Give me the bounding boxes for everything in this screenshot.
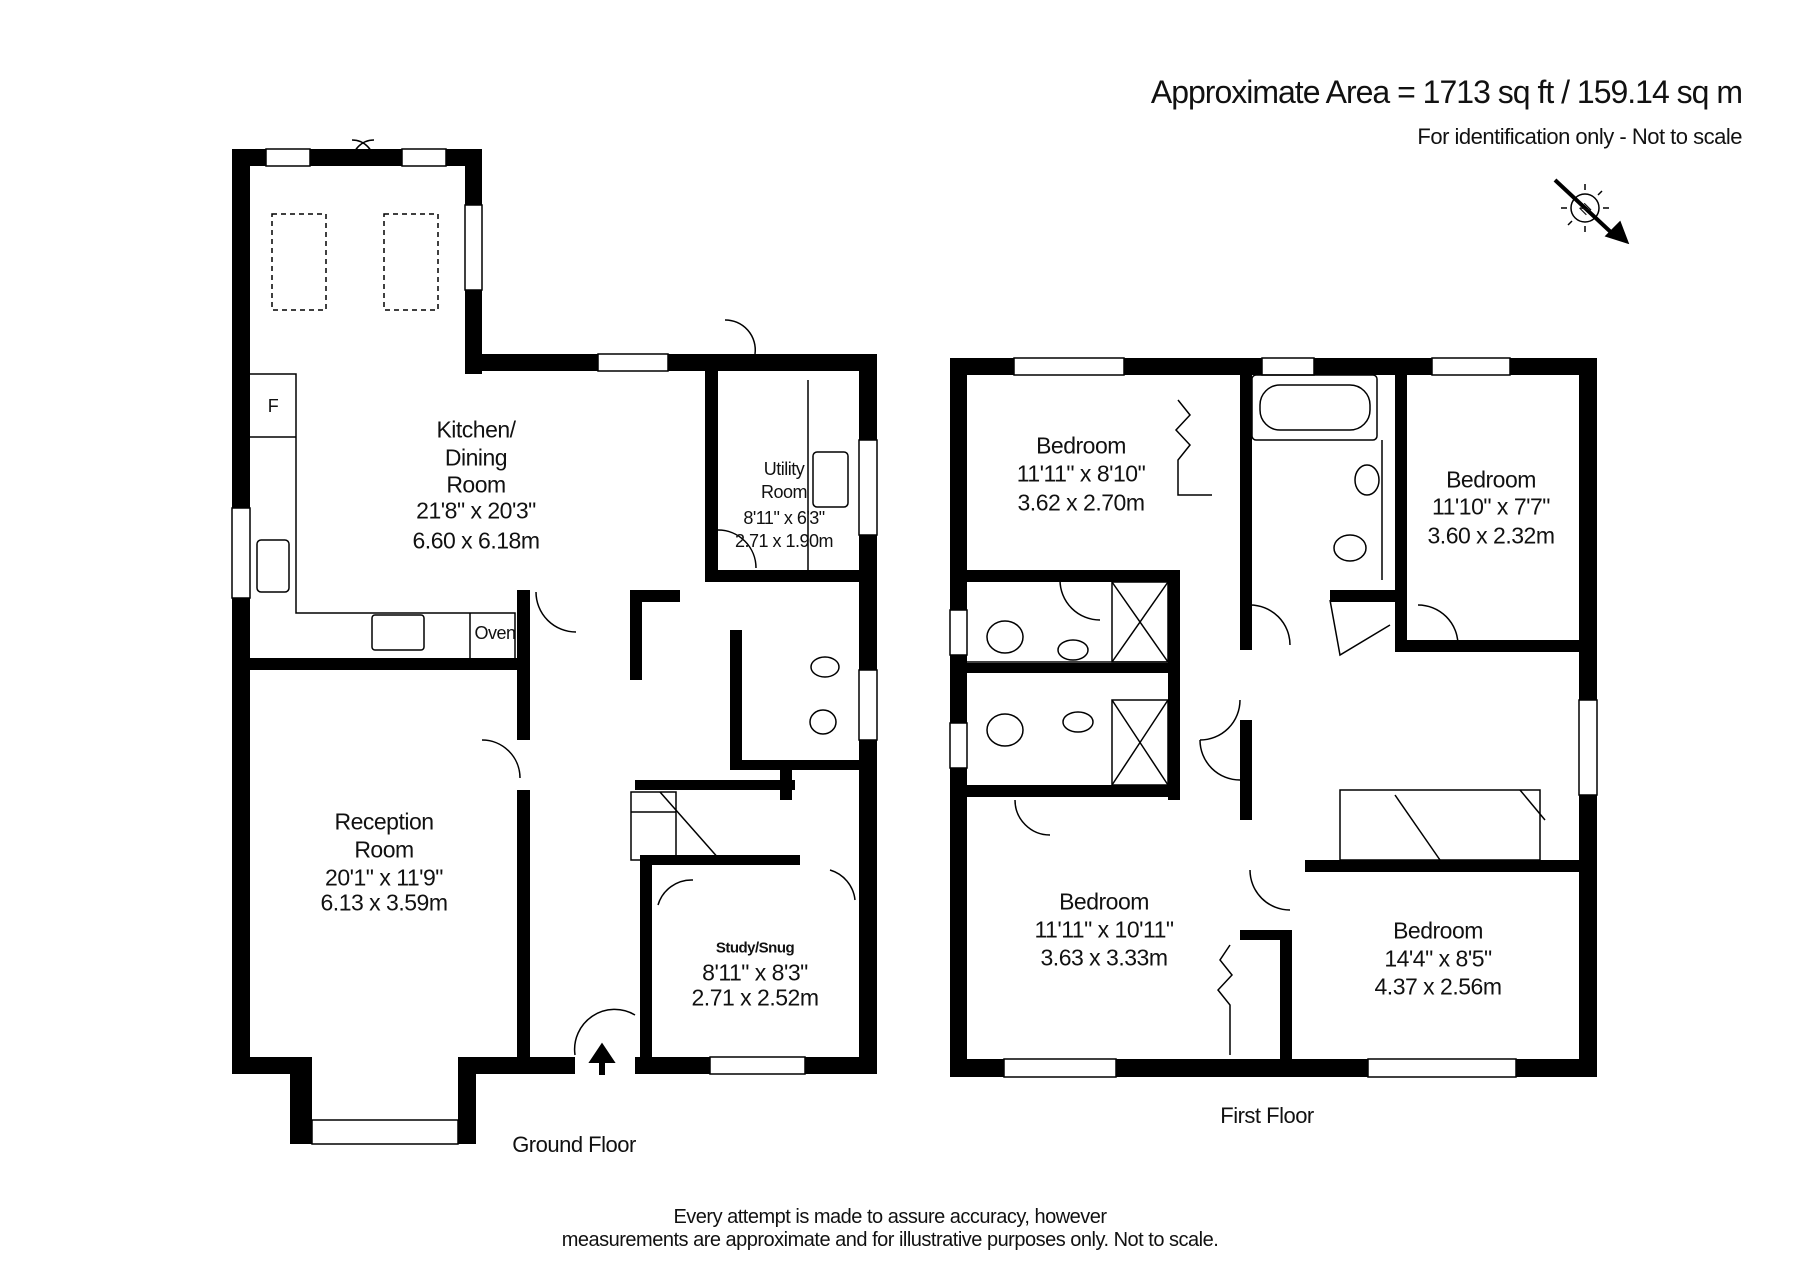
room-dimensions-metric: 6.13 x 3.59m	[320, 889, 448, 916]
room-name: Bedroom	[1393, 917, 1483, 944]
room-name: Bedroom	[1446, 466, 1536, 493]
room-name: Room	[760, 482, 808, 502]
first-floor-label: First Floor	[1220, 1103, 1314, 1128]
room-dimensions-metric: 6.60 x 6.18m	[412, 527, 540, 554]
fridge-label: F	[267, 396, 279, 416]
room-dimensions-imperial: 8'11" x 6'3"	[743, 508, 825, 528]
room-dimensions-metric: 4.37 x 2.56m	[1374, 973, 1502, 1000]
room-dimensions-imperial: 20'1" x 11'9"	[325, 864, 443, 891]
ground-floor-windows	[231, 148, 878, 1145]
oven-label: Oven	[474, 623, 516, 643]
room-dimensions-imperial: 11'10" x 7'7"	[1432, 493, 1550, 520]
room-name: Kitchen/	[436, 416, 516, 443]
room-dimensions-metric: 3.63 x 3.33m	[1040, 944, 1168, 971]
room-name: Bedroom	[1059, 888, 1149, 915]
identification-note: For identification only - Not to scale	[1417, 124, 1742, 149]
entrance-arrow-icon	[588, 1042, 616, 1075]
room-name: Room	[446, 471, 506, 498]
room-name: Dining	[444, 444, 508, 471]
first-floor-fixtures	[967, 374, 1546, 1055]
room-dimensions-metric: 2.71 x 1.90m	[734, 531, 834, 551]
room-dimensions-metric: 3.62 x 2.70m	[1017, 489, 1145, 516]
room-dimensions-imperial: 14'4" x 8'5"	[1384, 945, 1492, 972]
room-name: Study/Snug	[715, 939, 795, 957]
approximate-area: Approximate Area = 1713 sq ft / 159.14 s…	[1150, 74, 1743, 110]
room-dimensions-imperial: 8'11" x 8'3"	[702, 959, 808, 986]
room-name: Bedroom	[1036, 432, 1126, 459]
room-name: Utility	[763, 459, 805, 479]
room-dimensions-imperial: 11'11" x 8'10"	[1016, 460, 1146, 487]
disclaimer-line-2: measurements are approximate and for ill…	[561, 1229, 1219, 1251]
ground-floor-fixtures	[250, 139, 856, 1056]
ground-floor-label: Ground Floor	[512, 1132, 636, 1157]
room-dimensions-imperial: 21'8" x 20'3"	[416, 497, 536, 524]
first-floor-windows	[949, 357, 1598, 1078]
room-dimensions-metric: 2.71 x 2.52m	[691, 984, 819, 1011]
room-dimensions-metric: 3.60 x 2.32m	[1427, 522, 1555, 549]
room-name: Reception	[334, 808, 434, 835]
room-dimensions-imperial: 11'11" x 10'11"	[1034, 916, 1174, 943]
disclaimer-line-1: Every attempt is made to assure accuracy…	[673, 1206, 1107, 1228]
compass-icon	[1553, 178, 1630, 245]
room-name: Room	[354, 836, 414, 863]
